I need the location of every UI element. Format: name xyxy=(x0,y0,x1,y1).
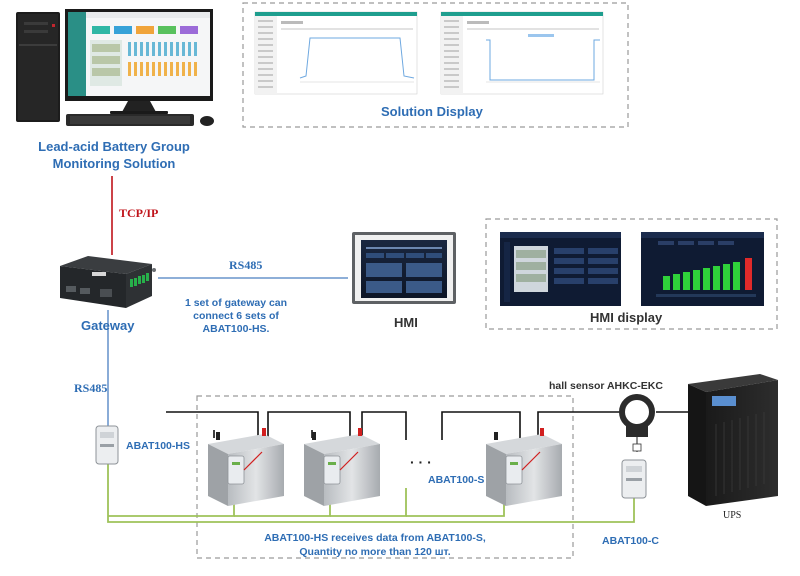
monitoring-solution-title-line2: Monitoring Solution xyxy=(52,156,176,171)
sense-wire-bus xyxy=(107,464,635,523)
hmi-screenshot-overview xyxy=(500,232,621,306)
battery-series-wiring xyxy=(166,411,690,440)
gateway-note-line1: 1 set of gateway can xyxy=(184,297,288,309)
hmi-screenshot-bars xyxy=(641,232,764,306)
hmi-panel-icon xyxy=(352,232,456,304)
solution-screenshot-right xyxy=(440,11,604,95)
ups-cabinet-icon xyxy=(688,374,778,506)
bottom-note-line1: ABAT100-HS receives data from ABAT100-S, xyxy=(264,532,486,544)
ellipsis-more-batteries: · · · xyxy=(410,454,432,470)
gateway-capacity-note: 1 set of gateway can connect 6 sets of A… xyxy=(185,297,287,336)
monitoring-solution-title: Lead-acid Battery Group Monitoring Solut… xyxy=(38,138,190,172)
abat100-hs-label: ABAT100-HS xyxy=(126,440,190,452)
abat100-s-label: ABAT100-S xyxy=(428,474,485,486)
solution-display-frame xyxy=(242,2,629,128)
lead-acid-battery-icon xyxy=(208,428,284,506)
abat100-hs-module-icon xyxy=(95,425,119,465)
rs485-left-label: RS485 xyxy=(74,381,108,395)
rs485-top-label: RS485 xyxy=(229,258,263,272)
solution-display-label: Solution Display xyxy=(381,104,483,119)
tcpip-label: TCP/IP xyxy=(119,206,159,220)
monitoring-solution-title-line1: Lead-acid Battery Group xyxy=(38,139,190,154)
hmi-label: HMI xyxy=(394,315,418,330)
gateway-note-line2: connect 6 sets of xyxy=(193,310,279,322)
hmi-display-frame xyxy=(485,218,778,330)
abat100-c-module-icon xyxy=(621,459,647,499)
hmi-display-label: HMI display xyxy=(590,310,663,325)
abat100-c-label: ABAT100-C xyxy=(602,535,659,547)
gateway-note-line3: ABAT100-HS. xyxy=(202,323,270,335)
lead-acid-battery-icon xyxy=(304,428,380,506)
bottom-note-line2: Quantity no more than 120 шт. xyxy=(299,546,451,558)
battery-string-frame xyxy=(196,395,574,559)
gateway-label: Gateway xyxy=(81,318,135,333)
desktop-computer-icon xyxy=(16,9,214,126)
hall-sensor-icon xyxy=(619,394,655,452)
lead-acid-battery-icon xyxy=(486,428,562,506)
gateway-device-icon xyxy=(60,256,156,308)
ups-label: UPS xyxy=(723,510,742,521)
hall-sensor-label: hall sensor AHKC-EKC xyxy=(549,380,663,392)
solution-screenshot-left xyxy=(254,11,418,95)
bottom-note: ABAT100-HS receives data from ABAT100-S,… xyxy=(264,531,486,559)
